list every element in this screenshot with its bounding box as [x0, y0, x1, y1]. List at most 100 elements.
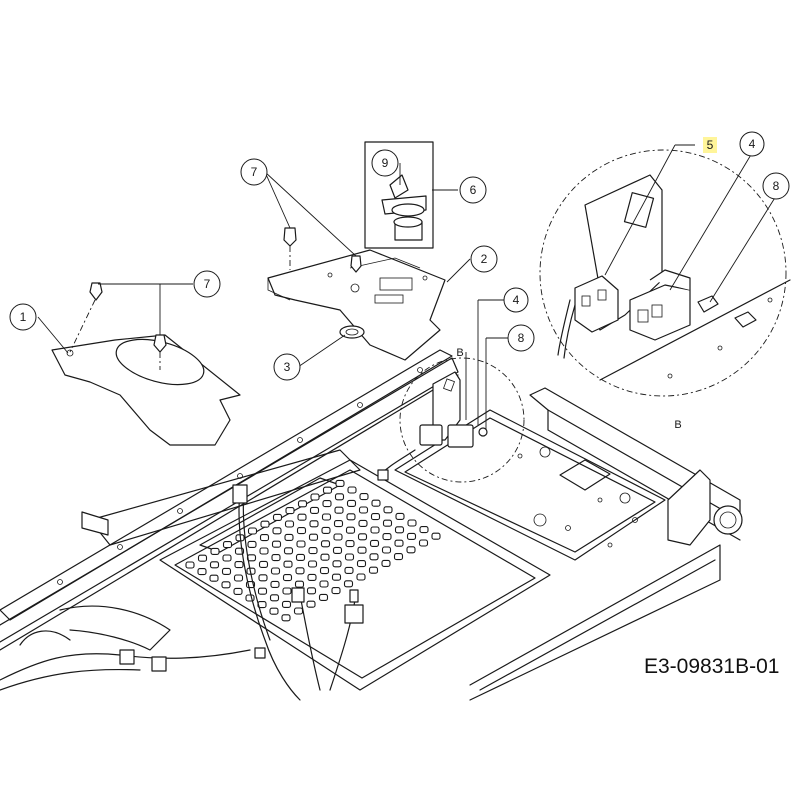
- callout-9: 9: [371, 149, 399, 177]
- plate-hole: [334, 506, 344, 514]
- detail-mark-b: B: [456, 347, 463, 359]
- plate-hole: [233, 587, 243, 595]
- plate-hole: [370, 526, 380, 534]
- plate-hole: [356, 573, 366, 581]
- plate-hole: [258, 574, 268, 582]
- plate-hole: [271, 554, 281, 562]
- callout-5-detail: 5: [703, 137, 717, 153]
- plate-hole: [257, 587, 268, 595]
- callout-6: 6: [459, 176, 487, 204]
- plate-hole: [295, 567, 305, 575]
- callout-4-main: 4: [503, 287, 529, 313]
- plate-hole: [294, 580, 305, 588]
- plate-hole: [345, 540, 355, 548]
- plate-hole: [293, 607, 304, 615]
- plate-hole: [209, 561, 220, 569]
- callout-7-left: 7: [193, 270, 221, 298]
- plate-hole: [296, 527, 307, 535]
- detail-mark-b-zoom: B: [674, 419, 681, 431]
- plate-hole: [281, 614, 291, 622]
- plate-hole: [418, 539, 429, 547]
- plate-hole: [297, 513, 307, 521]
- plate-hole: [344, 566, 354, 574]
- plate-hole: [394, 539, 404, 547]
- leader-lines: [37, 144, 777, 430]
- plate-hole: [381, 546, 392, 554]
- svg-text:4: 4: [749, 137, 756, 151]
- drawing-code: E3-09831B-01: [644, 655, 779, 678]
- plate-hole: [395, 512, 405, 520]
- plate-hole: [306, 600, 316, 608]
- plate-hole: [282, 587, 292, 595]
- callout-8-main: 8: [507, 324, 535, 352]
- plate-hole: [406, 532, 417, 540]
- plate-hole: [346, 513, 356, 521]
- plate-hole: [332, 546, 343, 554]
- plate-hole: [197, 554, 208, 562]
- plate-hole: [297, 500, 308, 508]
- plate-hole: [269, 607, 279, 615]
- plate-hole: [319, 567, 330, 575]
- plate-hole: [333, 520, 344, 528]
- plate-hole: [357, 546, 367, 554]
- wiring-harness: [0, 449, 416, 701]
- callout-1: 1: [9, 303, 37, 331]
- plate-hole: [247, 527, 258, 535]
- plate-hole: [296, 540, 306, 548]
- plate-hole: [407, 519, 417, 527]
- plate-hole: [359, 493, 369, 501]
- plate-hole: [370, 513, 381, 521]
- plate-hole: [307, 573, 317, 581]
- plate-hole: [272, 513, 283, 521]
- callout-2: 2: [470, 245, 498, 273]
- plate-hole: [321, 513, 332, 521]
- plate-hole: [343, 580, 354, 588]
- plate-hole: [344, 553, 355, 561]
- plate-hole: [394, 526, 405, 534]
- plate-hole: [369, 553, 379, 561]
- plate-hole: [419, 526, 429, 534]
- plate-hole: [381, 559, 391, 567]
- plate-hole: [382, 533, 392, 541]
- detail-b-zoom: [539, 149, 791, 397]
- plate-hole: [383, 506, 393, 514]
- plate-hole: [281, 600, 292, 608]
- plate-hole: [358, 519, 368, 527]
- plate-hole: [307, 560, 318, 568]
- plate-hole: [269, 594, 280, 602]
- plate-hole: [320, 540, 331, 548]
- plate-hole: [209, 574, 219, 582]
- plate-hole: [221, 567, 232, 575]
- plate-hole: [283, 547, 294, 555]
- plate-hole: [258, 560, 269, 568]
- plate-hole: [406, 546, 416, 554]
- svg-text:8: 8: [773, 179, 780, 193]
- plate-hole: [221, 581, 231, 589]
- plate-hole: [331, 573, 342, 581]
- svg-text:9: 9: [382, 156, 389, 170]
- plate-hole: [335, 479, 345, 487]
- plate-hole: [282, 574, 293, 582]
- part-7-fasteners-left: [69, 282, 167, 370]
- plate-hole: [285, 507, 295, 515]
- plate-hole: [393, 553, 404, 561]
- plate-hole: [185, 561, 195, 569]
- plate-hole: [319, 580, 329, 588]
- plate-hole: [369, 539, 380, 547]
- plate-hole: [233, 574, 244, 582]
- plate-hole: [222, 554, 232, 562]
- plate-hole: [309, 520, 319, 528]
- plate-hole: [271, 540, 282, 548]
- plate-hole: [309, 506, 320, 514]
- plate-hole: [371, 499, 381, 507]
- plate-hole: [320, 553, 330, 561]
- plate-hole: [322, 486, 333, 494]
- plate-hole: [333, 533, 343, 541]
- plate-hole: [259, 547, 269, 555]
- plate-hole: [318, 593, 329, 601]
- plate-hole: [260, 520, 270, 528]
- plate-hole: [332, 560, 342, 568]
- callout-4-detail: 4: [739, 131, 765, 157]
- plate-hole: [284, 533, 294, 541]
